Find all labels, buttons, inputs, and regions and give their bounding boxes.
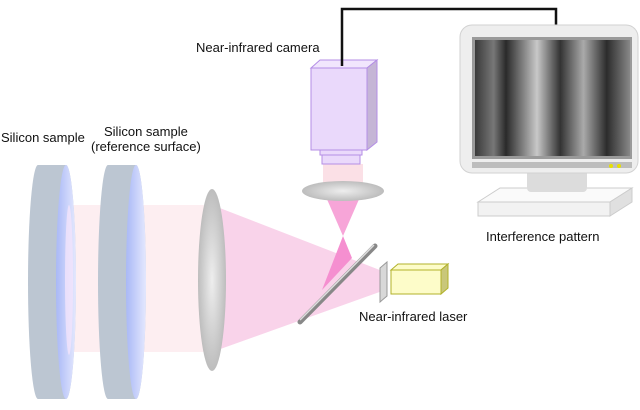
monitor (459, 24, 639, 217)
beam-splitter-mirror (297, 243, 378, 325)
beam-lens-to-mirror (212, 205, 385, 352)
interference-pattern-screen (475, 40, 630, 156)
collimating-lens (198, 189, 226, 371)
beam-camera (323, 164, 363, 184)
silicon-sample (28, 165, 76, 399)
camera-objective-lens (302, 181, 384, 201)
camera-label: Near-infrared camera (196, 40, 320, 55)
interference-pattern-label: Interference pattern (486, 229, 600, 244)
silicon-sample-label: Silicon sample (1, 130, 85, 145)
near-infrared-camera (309, 58, 379, 165)
reference-sample-label-line1: Silicon sample (104, 124, 188, 139)
silicon-sample-reference (98, 165, 146, 399)
reference-sample-label-line2: (reference surface) (91, 139, 201, 154)
laser-label: Near-infrared laser (359, 309, 468, 324)
camera-cable (340, 7, 558, 66)
near-infrared-laser (379, 260, 450, 304)
beam-focus-lower (322, 236, 352, 290)
beam-focus-upper (326, 197, 360, 236)
